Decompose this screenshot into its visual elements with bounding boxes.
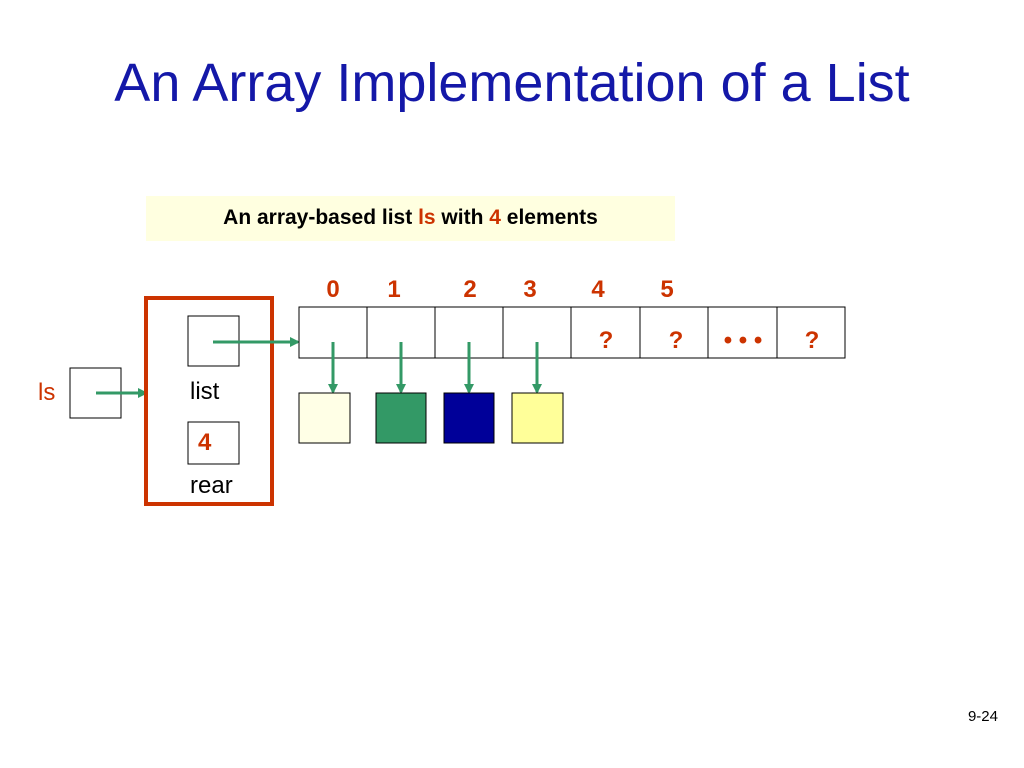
array-index: 5 (660, 276, 673, 303)
caption-middle: with (435, 206, 490, 229)
unknown-marker: ? (669, 327, 684, 354)
caption-count: 4 (489, 206, 501, 229)
element-box (298, 392, 351, 444)
diagram-caption: An array-based list ls with 4 elements (146, 196, 675, 241)
array-cell (639, 306, 709, 359)
caption-suffix: elements (500, 206, 598, 229)
array-index: 1 (387, 276, 400, 303)
caption-prefix: An array-based list (223, 206, 419, 229)
array-cell (707, 306, 778, 359)
unknown-marker: ? (805, 327, 820, 354)
list-object-frame (144, 296, 274, 506)
ls-reference-label: ls (38, 379, 55, 406)
unknown-marker: ? (599, 327, 614, 354)
rear-field-label: rear (190, 472, 233, 499)
element-box (443, 392, 495, 444)
list-field-label: list (190, 378, 220, 405)
rear-value: 4 (198, 429, 212, 456)
caption-variable: ls (418, 206, 436, 229)
ellipsis: • • • (724, 327, 763, 354)
array-index: 3 (523, 276, 536, 303)
element-box (511, 392, 564, 444)
rear-field-box (187, 421, 240, 465)
page-number: 9-24 (967, 708, 998, 725)
array-index: 4 (591, 276, 605, 303)
slide-title: An Array Implementation of a List (114, 53, 910, 113)
array-cell (776, 306, 846, 359)
array-index: 2 (463, 276, 476, 303)
array-index: 0 (326, 276, 339, 303)
element-box (375, 392, 427, 444)
